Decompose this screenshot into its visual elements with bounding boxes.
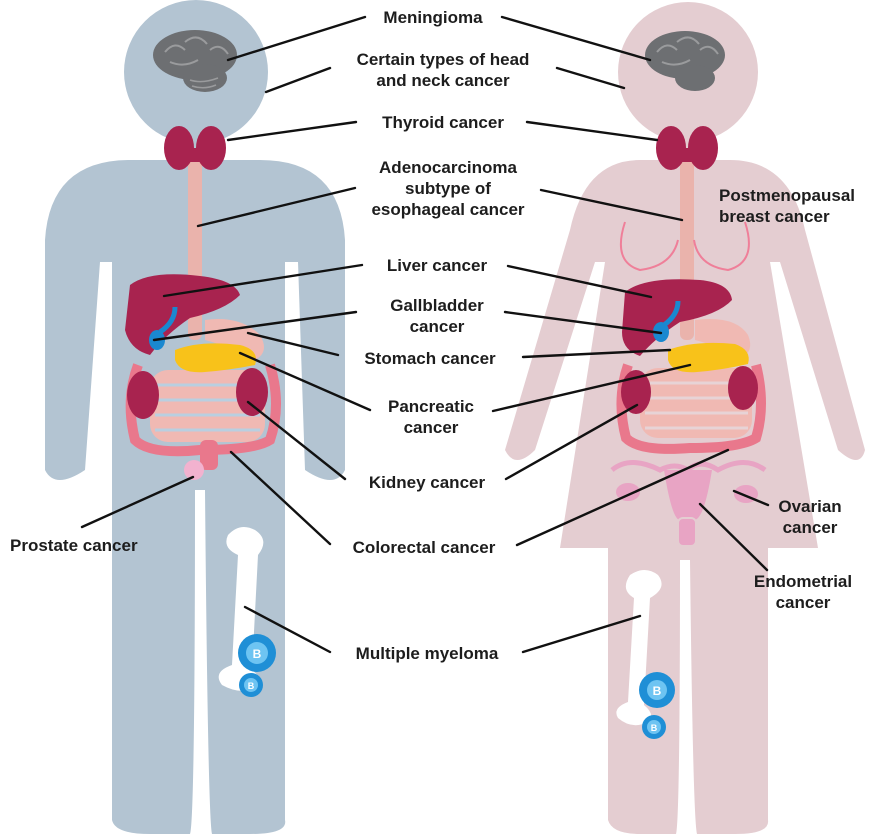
label-thyroid: Thyroid cancer — [382, 113, 504, 132]
label-adeno-line2: subtype of — [405, 179, 491, 198]
label-liver: Liver cancer — [387, 256, 488, 275]
label-colorectal: Colorectal cancer — [353, 538, 496, 557]
svg-text:B: B — [253, 647, 262, 661]
label-pancreatic-line1: Pancreatic — [388, 397, 474, 416]
male-kidney-left — [127, 371, 159, 419]
label-myeloma: Multiple myeloma — [356, 644, 499, 663]
female-b-cell-large-icon: B — [639, 672, 675, 708]
svg-text:B: B — [248, 681, 255, 691]
label-ovarian-line2: cancer — [783, 518, 838, 537]
label-stomach: Stomach cancer — [364, 349, 496, 368]
label-adeno-line3: esophageal cancer — [371, 200, 524, 219]
label-endometrial-line2: cancer — [776, 593, 831, 612]
male-figure: B B — [45, 0, 345, 834]
female-b-cell-small-icon: B — [642, 715, 666, 739]
line-headneck-left — [266, 68, 330, 92]
label-head-neck-line1: Certain types of head — [357, 50, 530, 69]
label-adeno-line1: Adenocarcinoma — [379, 158, 517, 177]
svg-text:B: B — [653, 684, 662, 698]
label-breast-line1: Postmenopausal — [719, 186, 855, 205]
male-kidney-right — [236, 368, 268, 416]
female-kidney-right — [728, 366, 758, 410]
label-ovarian-line1: Ovarian — [778, 497, 841, 516]
label-head-neck-line2: and neck cancer — [376, 71, 510, 90]
label-pancreatic-line2: cancer — [404, 418, 459, 437]
label-meningioma: Meningioma — [383, 8, 483, 27]
label-gallbladder-line1: Gallbladder — [390, 296, 484, 315]
label-prostate: Prostate cancer — [10, 536, 138, 555]
male-b-cell-large-icon: B — [238, 634, 276, 672]
label-breast-line2: breast cancer — [719, 207, 830, 226]
svg-text:B: B — [651, 723, 658, 733]
male-b-cell-small-icon: B — [239, 673, 263, 697]
label-endometrial-line1: Endometrial — [754, 572, 852, 591]
line-thyroid-right — [527, 122, 657, 140]
label-gallbladder-line2: cancer — [410, 317, 465, 336]
line-headneck-right — [557, 68, 624, 88]
line-thyroid-left — [228, 122, 356, 140]
label-kidney: Kidney cancer — [369, 473, 486, 492]
